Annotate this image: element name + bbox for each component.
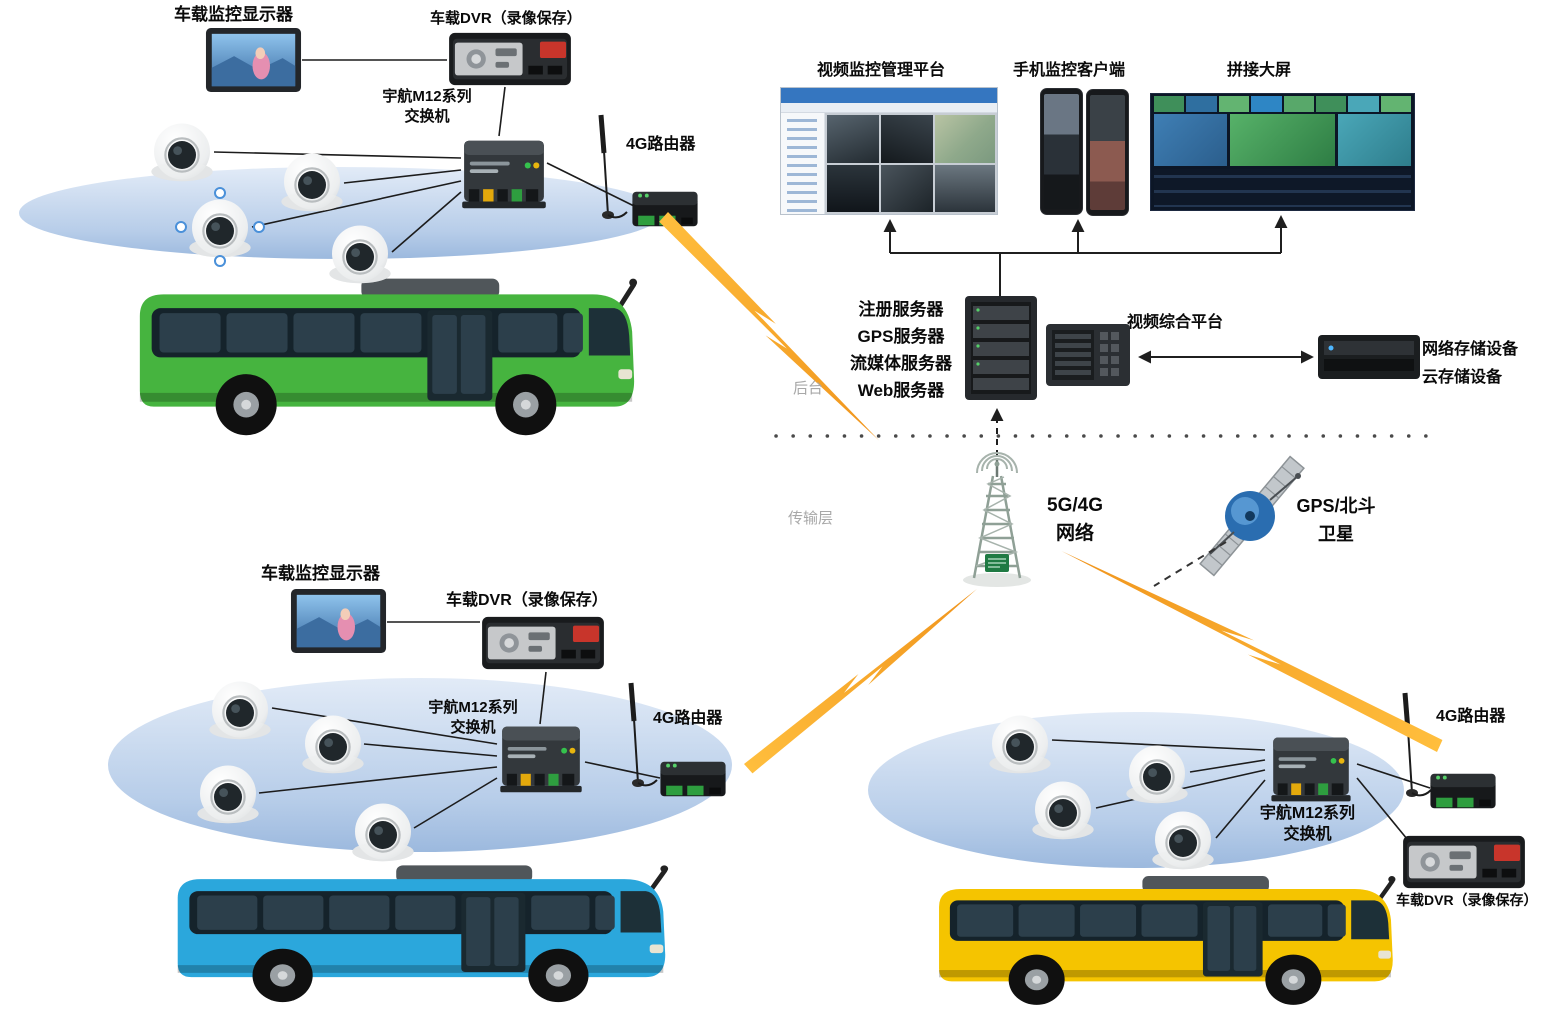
- bus3-switch-label: 宇航M12系列 交换机: [1250, 804, 1365, 846]
- bus1-switch-label-line1: 宇航M12系列: [382, 88, 472, 105]
- bus1-switch: [462, 140, 546, 209]
- satellite-label-line1: GPS/北斗: [1296, 496, 1376, 516]
- cell-tower: [963, 452, 1031, 587]
- storage-label-line1: 网络存储设备: [1422, 341, 1519, 358]
- platform-titlebar: [781, 88, 997, 103]
- bus1-switch-label: 宇航M12系列 交换机: [372, 87, 482, 126]
- platform-toolbar: [781, 103, 997, 113]
- bus2-router-label: 4G路由器: [653, 710, 723, 727]
- bus3-switch-label-line2: 交换机: [1283, 825, 1332, 843]
- control-room-top-screens: [1151, 94, 1414, 114]
- yellow-bus: [939, 876, 1396, 1005]
- control-room-main-screens: [1151, 114, 1414, 166]
- bus2-switch-label: 宇航M12系列 交换机: [418, 698, 528, 737]
- lightning-bolt-bus1: [659, 212, 880, 441]
- bus1-cameras: [150, 122, 392, 285]
- video-wall-control-room: [1150, 93, 1415, 211]
- mobile-client-label: 手机监控客户端: [1013, 62, 1126, 79]
- network-label-line2: 网络: [1055, 523, 1094, 544]
- satellite-signal-beam: [1153, 541, 1227, 587]
- phone-screen: [1044, 94, 1079, 209]
- blue-bus: [177, 865, 669, 1003]
- bus3-switch-label-line1: 宇航M12系列: [1259, 805, 1356, 822]
- video-tile: [827, 115, 880, 163]
- bus2-4g-router: [660, 761, 726, 797]
- server-label-web: Web服务器: [857, 381, 945, 400]
- bus2-monitor-label: 车载监控显示器: [261, 564, 380, 583]
- video-tile: [827, 164, 880, 212]
- mobile-client-phone-2: [1086, 89, 1129, 216]
- control-room-desks: [1154, 169, 1411, 207]
- lightning-bolt-bus3: [1061, 551, 1443, 752]
- bus3-dvr: [1403, 835, 1525, 889]
- platform-label: 视频监控管理平台: [817, 62, 946, 79]
- video-tile: [881, 164, 934, 212]
- network-label: 5G/4G 网络: [1030, 492, 1120, 548]
- bus1-switch-label-line2: 交换机: [404, 107, 450, 125]
- video-tile: [935, 164, 995, 212]
- server-rack: [965, 296, 1037, 400]
- bus3-router-label: 4G路由器: [1436, 708, 1506, 725]
- video-tile: [881, 115, 934, 163]
- bus1-monitor: [205, 28, 302, 93]
- phone-screen: [1090, 95, 1125, 210]
- wireless-lightning-links: [659, 212, 1443, 774]
- storage-label: 网络存储设备 云存储设备: [1422, 336, 1532, 392]
- bus2-switch-label-line2: 交换机: [450, 718, 496, 736]
- green-bus: [139, 278, 638, 436]
- bus2-monitor: [290, 589, 387, 654]
- bus2-dvr: [482, 616, 604, 670]
- monitoring-platform-screenshot: [780, 87, 998, 215]
- server-label-register: 注册服务器: [858, 300, 944, 319]
- bus2-dvr-label: 车载DVR（录像保存）: [446, 592, 608, 609]
- storage-label-line2: 云存储设备: [1422, 369, 1503, 386]
- satellite-label: GPS/北斗 卫星: [1288, 492, 1384, 548]
- video-platform-label: 视频综合平台: [1127, 314, 1224, 331]
- video-wall-label: 拼接大屏: [1227, 62, 1292, 79]
- server-label-gps: GPS服务器: [857, 327, 945, 346]
- bus1-monitor-label: 车载监控显示器: [174, 5, 293, 24]
- layer-transport-label: 传输层: [788, 510, 834, 527]
- server-label-streaming: 流媒体服务器: [850, 354, 952, 373]
- layer-backend-label: 后台: [793, 380, 824, 397]
- bus2-switch-label-line1: 宇航M12系列: [428, 699, 518, 716]
- lightning-bolt-bus2: [744, 589, 977, 774]
- connection-lines: [213, 59, 1431, 846]
- platform-device-tree: [781, 113, 825, 214]
- dome-camera: [280, 152, 344, 213]
- backend-arrows: [883, 215, 1314, 456]
- bus3-dvr-label: 车载DVR（录像保存）: [1396, 892, 1538, 908]
- bus1-dvr: [449, 32, 571, 86]
- storage-device: [1318, 335, 1420, 379]
- bus1-dvr-label: 车载DVR（录像保存）: [430, 10, 582, 27]
- selection-handles: [175, 187, 265, 267]
- bus3-4g-router: [1430, 773, 1496, 809]
- network-label-line1: 5G/4G: [1047, 495, 1103, 516]
- bus3-switch: [1271, 737, 1351, 802]
- dome-camera: [150, 122, 214, 183]
- server-stack-label: 注册服务器 GPS服务器 流媒体服务器 Web服务器: [836, 296, 966, 404]
- satellite-label-line2: 卫星: [1318, 524, 1354, 544]
- platform-video-grid: [825, 113, 997, 214]
- tower-signal-waves-icon: [976, 452, 1018, 474]
- video-platform-device: [1046, 324, 1130, 386]
- mobile-client-phone-1: [1040, 88, 1083, 215]
- satellite: [1153, 455, 1305, 587]
- bus1-router-label: 4G路由器: [626, 136, 696, 153]
- map-tile: [935, 115, 995, 163]
